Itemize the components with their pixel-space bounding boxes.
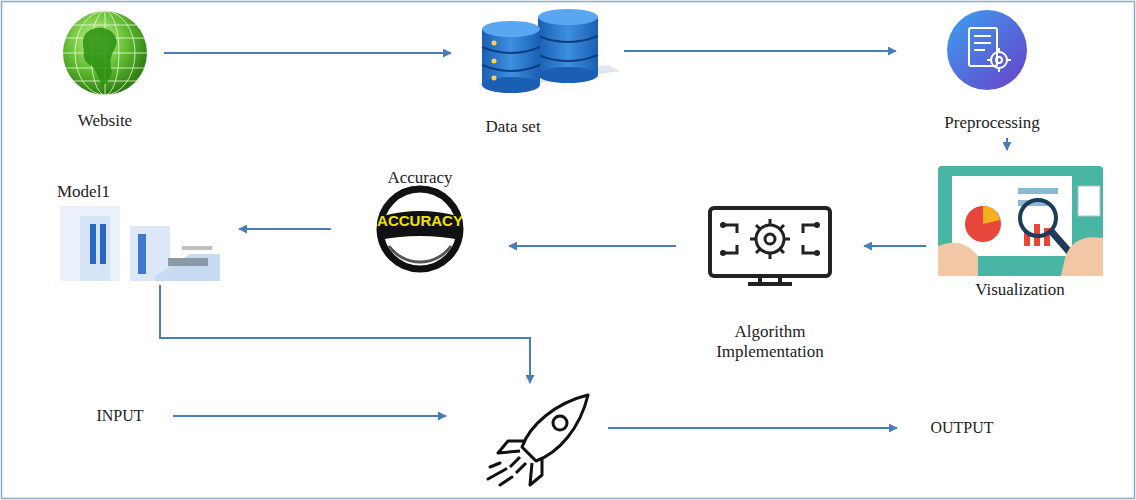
- icon-node: [452, 385, 602, 489]
- node-caption: OUTPUT: [930, 419, 993, 437]
- node-caption: Accuracy: [387, 168, 452, 188]
- badge-text: ACCURACY: [377, 212, 463, 229]
- flow-arrow: [173, 415, 446, 417]
- flow-arrow: [1006, 138, 1008, 150]
- icon-node: Data set: [455, 5, 620, 140]
- node-caption: INPUT: [96, 407, 143, 425]
- flow-arrow: [239, 228, 331, 230]
- flow-arrow: [608, 427, 897, 429]
- flow-arrow: [509, 245, 676, 247]
- flow-arrow: [160, 285, 530, 383]
- flow-arrow: [624, 50, 896, 52]
- icon-node: OUTPUT: [905, 414, 1020, 442]
- prep-icon: [945, 8, 1029, 92]
- icon-node: Visualization: [930, 152, 1110, 312]
- algo-icon: [705, 205, 835, 287]
- rocket-icon: [460, 385, 600, 489]
- icon-node: Algorithm Implementation: [680, 200, 860, 372]
- node-caption: Preprocessing: [944, 113, 1039, 133]
- icon-node: AccuracyACCURACY: [335, 168, 505, 280]
- model-icon: [60, 206, 230, 282]
- node-caption: Website: [78, 111, 132, 131]
- node-caption: Visualization: [975, 280, 1065, 300]
- node-caption: Model1: [57, 182, 110, 202]
- db-icon: [460, 5, 620, 97]
- flow-arrow: [164, 52, 451, 54]
- icon-node: Preprocessing: [900, 5, 1090, 135]
- icon-node: INPUT: [75, 402, 165, 430]
- vis-icon: [938, 166, 1103, 276]
- flow-arrow: [864, 245, 926, 247]
- icon-node: Model1: [55, 180, 235, 282]
- icon-node: Website: [50, 5, 160, 137]
- node-caption: Data set: [485, 117, 540, 137]
- globe-icon: [60, 8, 150, 98]
- node-caption: Algorithm Implementation: [695, 322, 845, 361]
